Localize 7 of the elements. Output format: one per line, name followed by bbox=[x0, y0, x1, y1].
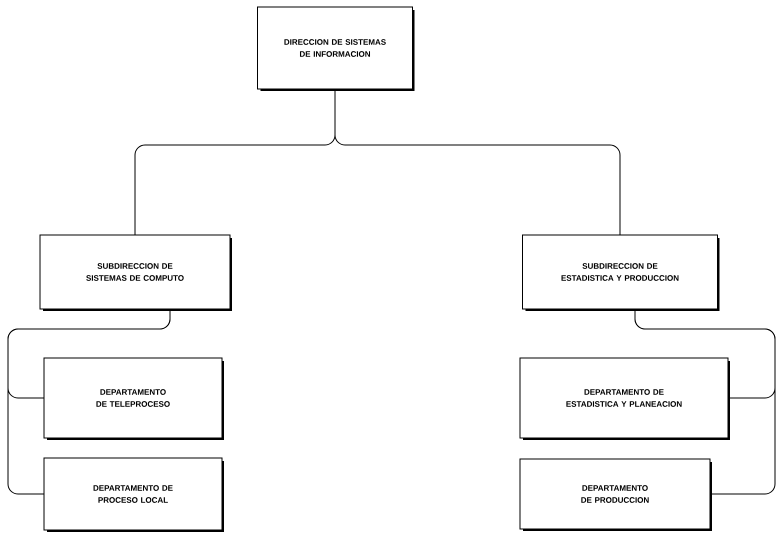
org-box: SUBDIRECCION DE SISTEMAS DE COMPUTO bbox=[40, 234, 232, 311]
org-box: DEPARTAMENTO DE PRODUCCION bbox=[520, 458, 712, 531]
org-box: DIRECCION DE SISTEMAS DE INFORMACION bbox=[257, 6, 414, 91]
org-box: SUBDIRECCION DE ESTADISTICA Y PRODUCCION bbox=[522, 234, 720, 311]
org-box: DEPARTAMENTO DE TELEPROCESO bbox=[44, 358, 224, 440]
org-box: DEPARTAMENTO DE PROCESO LOCAL bbox=[44, 458, 224, 532]
org-box: DEPARTAMENTO DE ESTADISTICA Y PLANEACION bbox=[520, 358, 730, 440]
